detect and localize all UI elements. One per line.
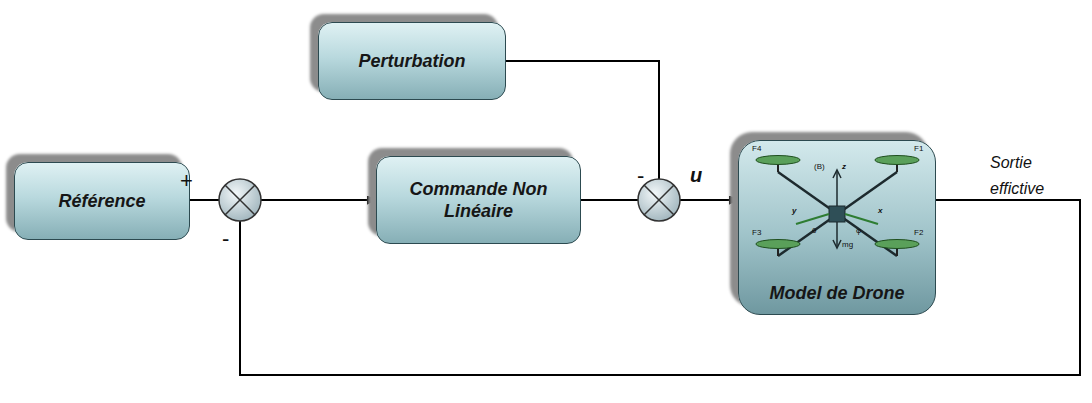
- summing-junction: [219, 179, 261, 221]
- controller-box: Commande Non Linéaire: [376, 156, 581, 244]
- force-label: F2: [914, 228, 923, 237]
- axis-label: y: [792, 206, 796, 215]
- node-label: Model de Drone: [769, 282, 904, 305]
- axis-label: x: [878, 206, 882, 215]
- weight-label: mg: [842, 240, 853, 249]
- angle-label: θ: [812, 226, 816, 235]
- force-label: F3: [752, 228, 761, 237]
- plant-box: Model de Drone: [738, 140, 936, 315]
- output-label: Sortie effictive: [990, 150, 1068, 201]
- sign-label: +: [180, 168, 193, 194]
- signal-connector: [240, 200, 1080, 375]
- frame-label: (B): [814, 162, 825, 171]
- force-label: F1: [914, 144, 923, 153]
- angle-label: φ: [856, 226, 861, 235]
- force-label: F4: [752, 144, 761, 153]
- node-label: Perturbation: [358, 50, 465, 73]
- node-label: Commande Non Linéaire: [404, 178, 554, 223]
- reference-box: Référence: [14, 162, 190, 240]
- disturbance-box: Perturbation: [318, 22, 506, 100]
- axis-label: z: [842, 162, 846, 171]
- sign-label: -: [222, 226, 229, 252]
- sign-label: -: [637, 163, 644, 189]
- signal-name: u: [690, 164, 702, 187]
- node-label: Référence: [58, 190, 145, 213]
